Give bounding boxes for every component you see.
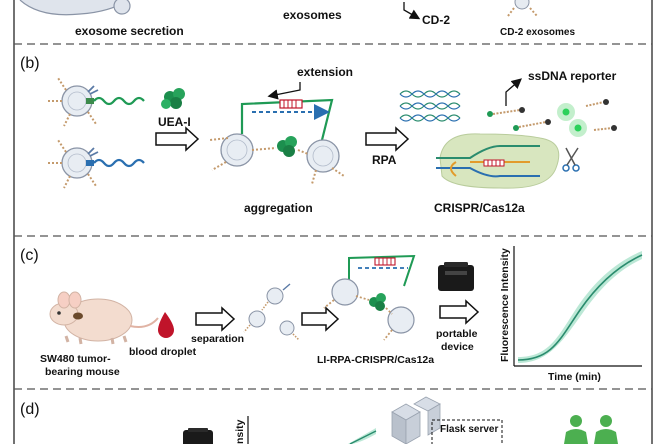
rpa-process-arrow bbox=[365, 126, 410, 152]
rpa-label: RPA bbox=[372, 153, 397, 167]
panel-a-partial: exosome secretion exosomes CD-2 CD-2 exo… bbox=[19, 0, 575, 38]
separation-arrow bbox=[195, 306, 236, 332]
reporter-label: ssDNA reporter bbox=[528, 69, 617, 83]
cell-shape bbox=[19, 0, 129, 16]
curve-band bbox=[518, 251, 642, 363]
users-icon bbox=[564, 415, 618, 444]
cas12a-complex bbox=[436, 133, 560, 189]
portable-device-icon bbox=[183, 428, 213, 444]
device-label-2: device bbox=[441, 341, 474, 353]
blood-label: blood droplet bbox=[129, 346, 197, 358]
amplicon-helices bbox=[399, 90, 461, 122]
li-rpa-complex bbox=[323, 254, 416, 341]
reporter-pointer bbox=[505, 78, 522, 106]
extension-pointer bbox=[267, 82, 301, 100]
uea-lectin-icon bbox=[161, 88, 185, 109]
chart-x-label: Time (min) bbox=[548, 371, 601, 383]
exosome-aptamer-green bbox=[48, 77, 145, 127]
assay-arrow bbox=[301, 306, 340, 332]
aggregation-label: aggregation bbox=[244, 201, 313, 215]
mini-curve bbox=[349, 430, 377, 444]
axis-label-fragment: nsity bbox=[234, 419, 246, 444]
crispr-label: CRISPR/Cas12a bbox=[434, 201, 525, 215]
uea-label: UEA-I bbox=[158, 115, 191, 129]
cd2-label: CD-2 bbox=[422, 13, 450, 27]
server-label: Flask server bbox=[440, 424, 498, 435]
fluorescence-chart: Fluorescence Intensity Time (min) bbox=[499, 246, 643, 383]
assay-label: LI-RPA-CRISPR/Cas12a bbox=[317, 354, 434, 366]
extension-label: extension bbox=[297, 65, 353, 79]
secreted-vesicle bbox=[113, 0, 131, 15]
glycan-chain bbox=[507, 7, 515, 17]
panel-b: (b) bbox=[20, 55, 617, 215]
secretion-label: exosome secretion bbox=[75, 24, 184, 38]
panel-b-tag: (b) bbox=[20, 55, 40, 72]
exosome-aptamer-blue bbox=[48, 139, 145, 189]
ssdna-reporters bbox=[487, 99, 617, 137]
server-rack-icon bbox=[391, 396, 441, 444]
panel-d-tag: (d) bbox=[20, 401, 40, 418]
figure-frame bbox=[13, 0, 653, 444]
scissors-icon bbox=[562, 147, 580, 172]
panel-d-partial: (d) nsity Flask server bbox=[20, 396, 618, 444]
separation-label: separation bbox=[191, 333, 244, 345]
cd2-pointer-arrow bbox=[403, 2, 421, 20]
device-arrow bbox=[439, 299, 480, 325]
device-label-1: portable bbox=[436, 328, 478, 340]
portable-device-icon bbox=[438, 262, 474, 291]
aggregation-complex bbox=[209, 98, 345, 185]
cd2-exosomes-label: CD-2 exosomes bbox=[500, 27, 575, 38]
mouse-label-2: bearing mouse bbox=[45, 366, 120, 378]
exosomes-label: exosomes bbox=[283, 8, 342, 22]
server-box bbox=[431, 419, 503, 444]
cd2-exosome-icon bbox=[514, 0, 530, 10]
uea-process-arrow bbox=[155, 126, 200, 152]
fluorescence-curve bbox=[517, 254, 643, 361]
mouse-label-1: SW480 tumor- bbox=[40, 353, 111, 365]
blood-droplet-icon bbox=[158, 312, 174, 338]
chart-y-label: Fluorescence Intensity bbox=[499, 248, 511, 362]
separated-exosomes bbox=[243, 283, 300, 341]
mouse-icon bbox=[49, 291, 159, 345]
glycan-chain bbox=[529, 7, 538, 17]
mini-curve-band bbox=[348, 428, 376, 444]
panel-c-tag: (c) bbox=[20, 247, 39, 264]
panel-c: (c) SW480 tumor- bearing mouse blood dro… bbox=[20, 246, 643, 383]
